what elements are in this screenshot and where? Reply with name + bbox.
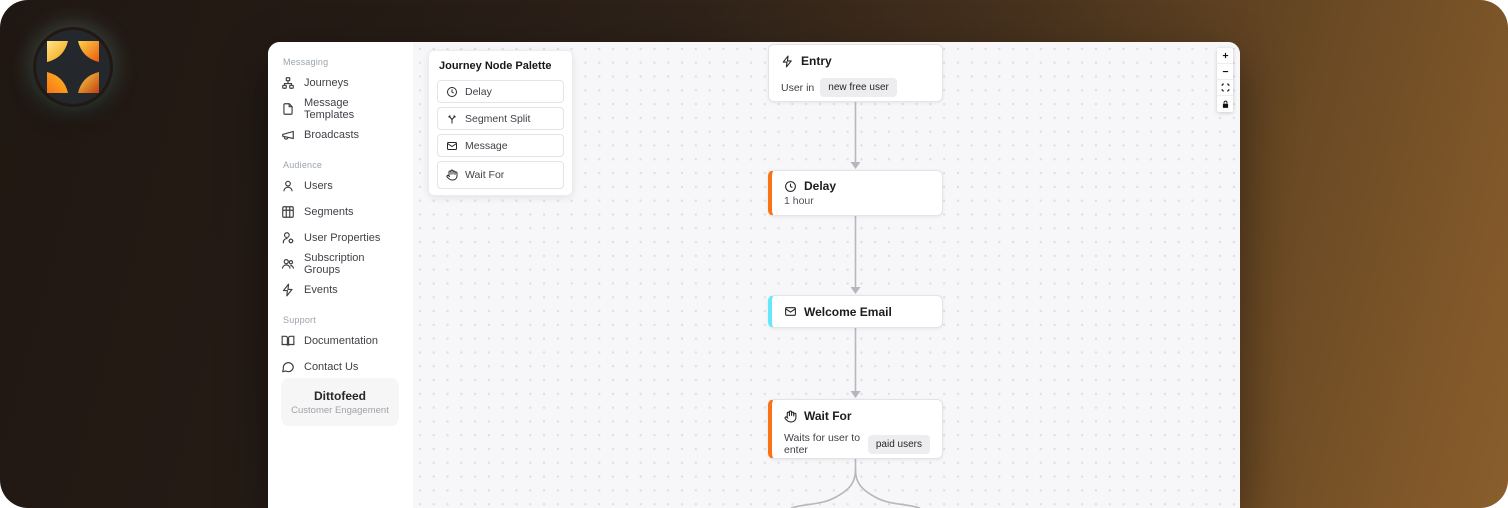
node-entry-title: Entry — [801, 54, 832, 68]
node-entry-body: User in new free user — [781, 78, 930, 97]
sidebar-item-broadcasts[interactable]: Broadcasts — [281, 122, 400, 148]
zoom-in-button[interactable] — [1217, 48, 1233, 64]
user-properties-icon — [281, 231, 295, 245]
sidebar-item-label: Events — [304, 284, 338, 296]
node-welcome-email[interactable]: Welcome Email — [768, 295, 943, 328]
sidebar-item-journeys[interactable]: Journeys — [281, 70, 400, 96]
node-delay-header: Delay — [784, 179, 930, 193]
node-wait-for[interactable]: Wait For Waits for user to enter paid us… — [768, 399, 943, 459]
journey-node-palette: Journey Node Palette Delay Segment Split… — [428, 50, 573, 196]
app-window: Messaging Journeys Message Templates Bro… — [268, 42, 1240, 508]
segment-badge: paid users — [867, 434, 930, 454]
node-wait-for-header: Wait For — [784, 409, 930, 423]
brand-box: Dittofeed Customer Engagement — [281, 378, 399, 426]
segment-badge: new free user — [820, 78, 897, 97]
palette-item-label: Message — [465, 139, 508, 152]
zoom-out-button[interactable] — [1217, 64, 1233, 80]
sidebar-item-contact-us[interactable]: Contact Us — [281, 354, 400, 380]
section-label-messaging: Messaging — [283, 57, 329, 67]
node-entry-header: Entry — [781, 54, 930, 68]
node-entry[interactable]: Entry User in new free user — [768, 44, 943, 102]
node-welcome-email-title: Welcome Email — [804, 304, 892, 319]
sidebar-item-label: Documentation — [304, 335, 378, 347]
plus-icon — [1222, 52, 1228, 59]
node-delay[interactable]: Delay 1 hour — [768, 170, 943, 216]
documentation-icon — [281, 334, 295, 348]
message-templates-icon — [281, 102, 295, 116]
palette-title: Journey Node Palette — [439, 60, 552, 72]
sidebar-item-events[interactable]: Events — [281, 277, 400, 303]
journey-canvas[interactable]: Journey Node Palette Delay Segment Split… — [413, 42, 1240, 508]
split-icon — [446, 113, 458, 125]
palette-item-label: Wait For — [465, 169, 505, 181]
sidebar-item-user-properties[interactable]: User Properties — [281, 225, 400, 251]
sidebar-item-documentation[interactable]: Documentation — [281, 328, 400, 354]
palette-item-message[interactable]: Message — [437, 134, 564, 157]
sidebar: Messaging Journeys Message Templates Bro… — [268, 42, 413, 508]
envelope-icon — [784, 305, 797, 318]
sidebar-item-message-templates[interactable]: Message Templates — [281, 96, 400, 122]
sidebar-item-label: Subscription Groups — [304, 252, 365, 276]
hand-icon — [446, 169, 458, 181]
sidebar-item-label: User Properties — [304, 232, 381, 244]
sidebar-item-label: Contact Us — [304, 361, 359, 373]
node-wait-for-title: Wait For — [804, 409, 852, 423]
brand-subtitle: Customer Engagement — [291, 404, 389, 416]
brand-title: Dittofeed — [314, 388, 366, 403]
contact-us-icon — [281, 360, 295, 374]
segments-icon — [281, 205, 295, 219]
sidebar-item-label: Journeys — [304, 77, 349, 89]
lock-button[interactable] — [1217, 96, 1233, 112]
subscription-groups-icon — [281, 257, 295, 271]
broadcasts-icon — [281, 128, 295, 142]
palette-item-label: Segment Split — [465, 112, 531, 125]
users-icon — [281, 179, 295, 193]
sidebar-item-label: Message Templates — [304, 97, 355, 121]
palette-item-wait-for[interactable]: Wait For — [437, 161, 564, 189]
node-wait-for-body-text: Waits for user to enter — [784, 432, 861, 456]
journeys-icon — [281, 76, 295, 90]
sidebar-item-segments[interactable]: Segments — [281, 199, 400, 225]
clock-icon — [446, 86, 458, 98]
palette-item-segment-split[interactable]: Segment Split — [437, 107, 564, 130]
lock-icon — [1222, 100, 1228, 108]
palette-item-label: Delay — [465, 85, 492, 98]
canvas-controls — [1217, 48, 1233, 112]
node-entry-body-text: User in — [781, 81, 815, 94]
clock-icon — [784, 180, 797, 193]
section-label-audience: Audience — [283, 160, 323, 170]
sidebar-item-label: Users — [304, 180, 333, 192]
node-delay-title: Delay — [804, 179, 837, 193]
dittofeed-logo-icon — [33, 27, 113, 107]
hand-icon — [784, 410, 797, 423]
sidebar-item-label: Segments — [304, 206, 354, 218]
node-delay-body-text: 1 hour — [784, 195, 814, 207]
node-welcome-email-header: Welcome Email — [784, 305, 892, 319]
node-delay-body: 1 hour — [784, 195, 930, 207]
palette-item-delay[interactable]: Delay — [437, 80, 564, 103]
sidebar-item-label: Broadcasts — [304, 129, 360, 141]
flow-edges — [790, 102, 921, 508]
envelope-icon — [446, 140, 458, 152]
zap-icon — [781, 55, 794, 68]
sidebar-item-users[interactable]: Users — [281, 173, 400, 199]
fit-view-icon — [1221, 83, 1229, 92]
node-wait-for-body: Waits for user to enter paid users — [784, 432, 930, 456]
minus-icon — [1222, 70, 1228, 73]
sidebar-item-subscription-groups[interactable]: Subscription Groups — [281, 251, 400, 277]
events-icon — [281, 283, 295, 297]
section-label-support: Support — [283, 315, 316, 325]
fit-view-button[interactable] — [1217, 80, 1233, 96]
